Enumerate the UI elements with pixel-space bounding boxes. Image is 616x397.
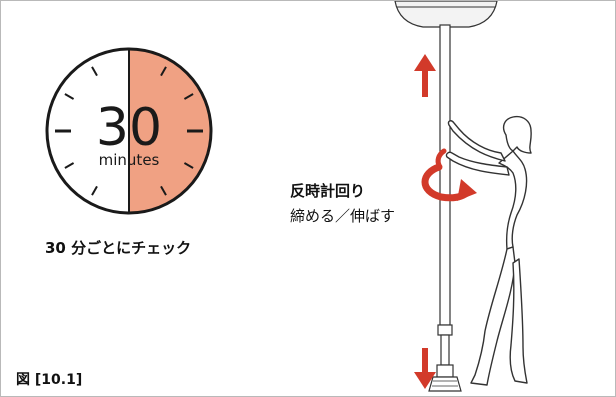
clock-tick (91, 66, 98, 77)
ceiling-mount (394, 1, 498, 28)
arrow-down-icon (414, 348, 436, 389)
clock-number: 30 (96, 98, 162, 158)
dance-pole (428, 24, 462, 392)
clock-tick (91, 185, 98, 196)
clock-tick (183, 162, 194, 169)
woman-figure (445, 115, 532, 386)
clock-unit: minutes (99, 151, 160, 169)
arrow-up-icon (414, 54, 436, 97)
clock-ticks (55, 66, 203, 196)
direction-subtitle: 締める／伸ばす (290, 207, 396, 225)
clock-tick (160, 185, 167, 196)
clock-icon: 30 minutes (45, 47, 213, 215)
figure-label: 図 [10.1] (16, 372, 83, 388)
direction-title: 反時計回り (290, 182, 366, 200)
clock-tick (160, 66, 167, 77)
check-interval-caption: 30 分ごとにチェック (45, 239, 192, 257)
clock-tick (183, 93, 194, 100)
clock-elapsed-sector (129, 49, 211, 213)
clock-tick (64, 93, 75, 100)
rotate-counterclockwise-icon (421, 148, 477, 202)
clock-tick (64, 162, 75, 169)
